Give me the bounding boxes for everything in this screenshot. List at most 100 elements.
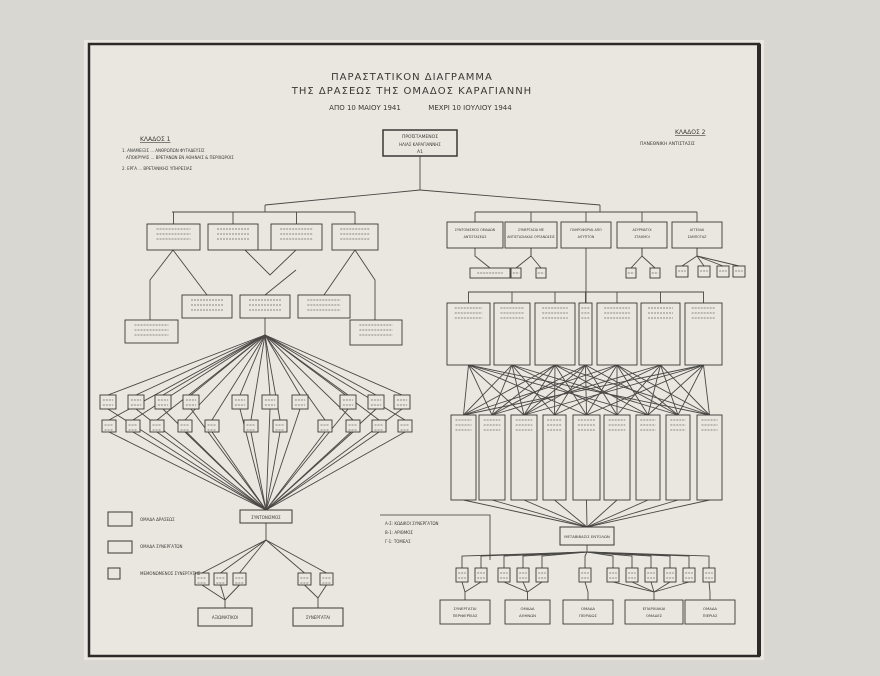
legend-label-2: ΟΜΑΔΑ ΣΥΝΕΡΓΑΤΩΝ	[140, 544, 182, 549]
branch2-top-box-label: ΑΙΓΥΠΤΟΝ	[578, 235, 595, 239]
branch2-cell-box	[603, 414, 631, 501]
branch1-leaf-box	[213, 572, 228, 586]
branch1-top-box	[207, 223, 259, 251]
connector-line	[264, 334, 354, 421]
connector-line	[323, 249, 356, 296]
connector-line	[523, 364, 618, 416]
connector-line	[201, 539, 267, 574]
connector-line	[491, 364, 586, 416]
branch2-top-box-label: ΣΥΝΕΡΓΑΣΙΑ ΜΕ	[518, 228, 544, 232]
connector-line	[354, 249, 376, 320]
code-note-border	[380, 514, 491, 560]
connector-line	[612, 581, 655, 593]
connector-line	[224, 584, 240, 601]
connector-line	[647, 364, 704, 416]
connector-line	[468, 364, 587, 416]
branch2-leaf-box	[663, 567, 677, 583]
connector-line	[584, 551, 588, 568]
branch1-second-box	[181, 294, 233, 319]
connector-line	[107, 334, 266, 396]
branch1-note1a: 1. ΑΝΑΜΕΙΞΙΣ ... ΑΝΘΡΩΠΩΝ ΦΥΓΑΔΕΥΣΙΣ	[122, 148, 205, 153]
branch1-small-box	[397, 419, 413, 433]
branch1-heading: ΚΛΑΔΟΣ 1	[140, 136, 171, 143]
legend-label-1: ΟΜΑΔΑ ΔΡΑΣΕΩΣ	[140, 517, 175, 522]
connector-line	[541, 551, 588, 568]
connector-line	[696, 248, 740, 267]
branch1-small-box	[339, 394, 357, 410]
connector-line	[511, 364, 618, 416]
connector-line	[304, 584, 319, 599]
branch2-bottom-box	[504, 599, 551, 625]
branch1-small-box	[291, 394, 309, 410]
connector-line	[586, 364, 704, 416]
branch2-top-box-label: ΑΝΤΙΣΤΑΣΕΩΣ	[464, 235, 487, 239]
branch1-small-box	[231, 394, 249, 410]
connector-line	[523, 364, 586, 416]
connector-line	[264, 334, 271, 396]
connector-line	[211, 431, 267, 511]
branch1-second-box	[239, 294, 291, 319]
connector-line	[586, 364, 618, 416]
code-note-line1: Α-Σ: ΚΩΔΙΚΟΙ ΣΥΝΕΡΓΑΤΩΝ	[385, 521, 439, 526]
connector-line	[523, 364, 704, 416]
connector-line	[653, 581, 671, 593]
branch2-bottom-box	[624, 599, 684, 625]
branch2-heading: ΚΛΑΔΟΣ 2	[675, 129, 706, 136]
branch2-top-box	[504, 221, 558, 249]
branch2-bottom-box-label: ΠΕΙΡΑΙΩΣ	[579, 613, 597, 618]
connector-line	[708, 581, 711, 593]
branch1-bottom-right-box	[292, 607, 344, 627]
legend-swatch-3	[107, 567, 121, 580]
connector-line	[317, 584, 327, 599]
connector-line	[616, 364, 649, 416]
connector-line	[463, 364, 704, 416]
branch2-bottom-box-label: ΟΜΑΔΑ	[520, 606, 534, 611]
connector-line	[468, 364, 525, 416]
connector-line	[239, 539, 267, 574]
connector-line	[264, 334, 326, 421]
connector-line	[264, 334, 301, 396]
connector-line	[172, 249, 208, 296]
connector-line	[211, 334, 266, 421]
branch2-top-box-label: ΑΓΓΕΛΙΑΙ	[690, 228, 704, 232]
branch1-leaf-box	[232, 572, 247, 586]
connector-line	[162, 334, 266, 396]
branch2-coord-box	[559, 526, 615, 546]
connector-line	[641, 248, 656, 269]
connector-line	[265, 431, 281, 511]
connector-line	[463, 364, 513, 416]
branch2-leaf-box	[644, 567, 658, 583]
branch2-cell-box	[450, 414, 477, 501]
connector-line	[265, 539, 305, 574]
connector-line	[463, 364, 556, 416]
connector-line	[265, 431, 354, 511]
connector-line	[522, 551, 588, 568]
org-boxes: ΣΥΝΤΟΝΙΣΜΟΣ ΟΜΑΔΩΝΑΝΤΙΣΤΑΣΕΩΣΣΥΝΕΡΓΑΣΙΑ …	[99, 221, 746, 586]
branch2-unit-box	[534, 302, 576, 366]
legend-swatch-1	[107, 511, 133, 527]
branch1-leaf-box	[194, 572, 210, 586]
branch2-unit-box	[640, 302, 681, 366]
branch2-coord-box-label: ΜΕΤΑΒΙΒΑΣΙΣ ΕΝΤΟΛΩΝ	[564, 534, 610, 539]
connector-line	[250, 334, 266, 421]
connector-line	[660, 364, 710, 416]
branch1-small-box	[317, 419, 333, 433]
branch1-bottom-left-box	[197, 607, 253, 627]
branch2-bottom-box-label: ΠΕΡΙΦΕΡΕΙΑΣ	[453, 613, 478, 618]
connector-line	[244, 249, 298, 276]
branch1-second-box	[297, 294, 351, 319]
connector-line	[468, 364, 649, 416]
connector-line	[522, 581, 528, 593]
branch2-top-box	[671, 221, 723, 249]
branch2-bottom-box-label: ΣΥΝΕΡΓΑΤΑΙ	[454, 606, 477, 611]
branch2-leaf-box	[497, 567, 511, 583]
connector-line	[586, 499, 679, 528]
branch1-small-box	[367, 394, 385, 410]
branch2-leaf-box	[474, 567, 488, 583]
branch1-small-box	[204, 419, 220, 433]
branch1-note1b: ΑΠΟΚΡΥΨΙΣ ... ΒΡΕΤΑΝΩΝ ΕΝ ΑΘΗΝΑΙΣ & ΠΕΡΙ…	[126, 155, 234, 160]
branch2-unit-box	[596, 302, 638, 366]
branch2-leaf-box	[578, 567, 592, 583]
connector-line	[530, 248, 542, 269]
